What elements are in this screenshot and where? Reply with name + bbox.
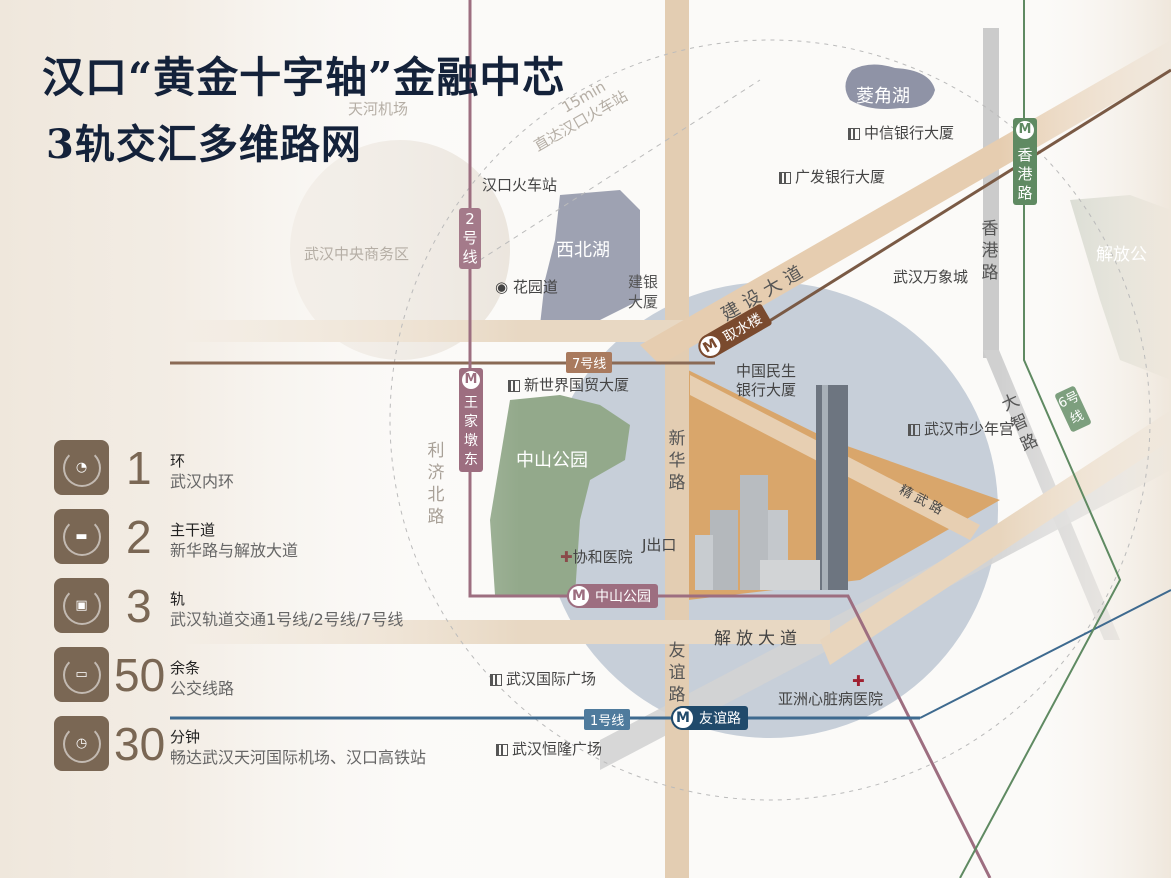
legend-item-time: ◷ 30 分钟 畅达武汉天河国际机场、汉口高铁站 [54,716,534,772]
place-intl-plaza: 武汉国际广场 [490,668,596,689]
road-xinhua: 新华路 [668,429,686,493]
metro-icon: M [460,369,482,391]
car-icon: ▬ [54,509,109,564]
mall-icon [490,673,502,686]
poi-icon: ◉ [495,278,513,296]
watch-icon: ◷ [54,716,109,771]
ring-road-icon: ◔ [54,440,109,495]
line7-badge: 7号线 [566,352,613,373]
legend-item-rail: ▣ 3 轨 武汉轨道交通1号线/2号线/7号线 [54,578,534,634]
place-asia-heart: 亚洲心脏病医院 [778,690,884,708]
legend-item-ring: ◔ 1 环 武汉内环 [54,440,534,496]
park-zhongshan: 中山公园 [516,450,588,471]
place-cbd: 武汉中央商务区 [304,245,410,263]
line1-badge: 1号线 [584,709,631,730]
metro-icon: M [1014,119,1036,141]
road-youyi: 友谊路 [668,641,686,705]
place-xiehe: ✚协和医院 [560,548,633,566]
place-hankou-station: 汉口火车站 [482,176,558,194]
place-new-world: 新世界国贸大厦 [508,374,629,395]
place-jianyin: 建银大厦 [627,273,658,311]
place-huayuandao: ◉ 花园道 [495,278,558,296]
place-citic: 中信银行大厦 [848,122,954,143]
place-minsheng: 中国民生银行大厦 [736,362,797,399]
headline-subtitle: 3轨交汇多维路网 [46,121,362,168]
place-cgb: 广发银行大厦 [779,166,885,187]
line2-badge: 2号线 [459,208,481,269]
building-icon [779,171,791,184]
lake-lingjiaohu: 菱角湖 [856,86,910,107]
road-liji-north: 利济北路 [427,441,445,527]
lake-xibeihu: 西北湖 [556,240,610,261]
park-jiefang: 解放公 [1096,245,1147,265]
headline-title: 汉口“黄金十字轴”金融中芯 [42,53,566,102]
j-exit-label: J出口 [642,536,677,554]
hospital-icon: ✚ [560,548,573,566]
legend-item-road: ▬ 2 主干道 新华路与解放大道 [54,509,534,565]
mall-icon [496,743,508,756]
building-icon [508,379,520,392]
hospital-icon: ✚ [852,672,865,690]
place-henglong: 武汉恒隆广场 [496,738,602,759]
place-mixc: 武汉万象城 [893,268,969,286]
place-tianhe-airport: 天河机场 [348,100,409,118]
building-icon [848,127,860,140]
place-youth-palace: 武汉市少年宫 [908,418,1014,439]
building-icon [908,423,920,436]
metro-icon: M [567,584,591,608]
train-icon: ▣ [54,578,109,633]
road-hongkong: 香港路 [981,219,999,283]
legend-item-bus: ▭ 50 余条 公交线路 [54,647,534,703]
road-jiefang: 解放大道 [714,629,802,649]
metro-icon: M [671,706,695,730]
bus-icon: ▭ [54,647,109,702]
